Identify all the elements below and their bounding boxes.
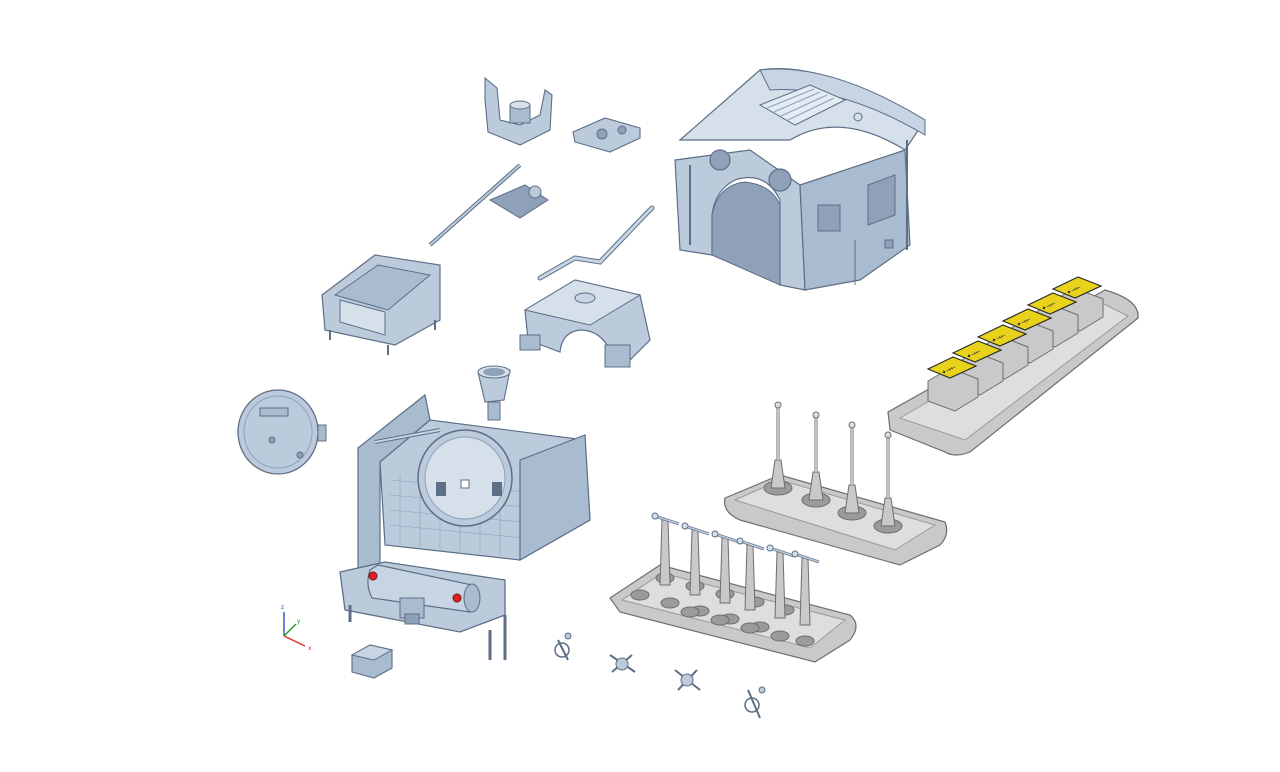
chassis-frame-part[interactable]: [339, 393, 591, 660]
x-axis-label: x: [308, 645, 312, 652]
valve-wheel-part-1[interactable]: [554, 632, 572, 661]
smokebox-door-part[interactable]: [237, 389, 327, 475]
sprue-hole: [795, 635, 815, 647]
sprue-hole: [740, 622, 760, 634]
antenna-sprue-part[interactable]: [723, 401, 948, 566]
valve-wheel-part-2[interactable]: [609, 654, 636, 673]
x-axis-line: [283, 635, 306, 647]
antenna-post[interactable]: [801, 411, 831, 508]
lamp-post[interactable]: [651, 512, 680, 586]
lamp-sprue-part[interactable]: [609, 512, 857, 663]
brake-lever-part[interactable]: [428, 163, 549, 247]
z-axis-label: z: [281, 604, 284, 611]
sprue-hole: [630, 589, 650, 601]
water-tank-part[interactable]: [321, 254, 441, 355]
lamp-post[interactable]: [681, 522, 710, 596]
decal-stand-row: ✦→←✦→←✦→←✦→←✦→←✦→←: [926, 276, 1104, 412]
small-block-part[interactable]: [350, 644, 394, 679]
chimney-funnel-part[interactable]: [477, 365, 511, 421]
pipe-part[interactable]: [537, 205, 655, 281]
lamp-post[interactable]: [736, 537, 765, 611]
valve-wheel-part-4[interactable]: [744, 686, 766, 719]
valve-wheel-part-3[interactable]: [674, 669, 701, 691]
y-axis-line: [283, 623, 297, 637]
antenna-post[interactable]: [873, 431, 903, 534]
decal-sprue-part[interactable]: ✦→←✦→←✦→←✦→←✦→←✦→←: [887, 276, 1139, 456]
mounting-plate-part[interactable]: [572, 117, 641, 153]
decal-stand[interactable]: ✦→←: [926, 356, 979, 412]
y-axis-label: y: [297, 618, 301, 625]
sprue-hole: [680, 606, 700, 618]
cab-body-part[interactable]: [674, 67, 926, 291]
axis-triad: z x y: [281, 604, 312, 652]
boiler-cover-part[interactable]: [519, 279, 651, 368]
lamp-post[interactable]: [766, 544, 795, 619]
lamp-post[interactable]: [791, 550, 820, 626]
sprue-hole: [710, 614, 730, 626]
lamp-post[interactable]: [711, 530, 740, 604]
seat-bracket-part[interactable]: [484, 76, 553, 146]
sprue-hole: [770, 630, 790, 642]
antenna-post[interactable]: [763, 401, 793, 496]
antenna-post[interactable]: [837, 421, 867, 521]
sprue-hole: [660, 597, 680, 609]
